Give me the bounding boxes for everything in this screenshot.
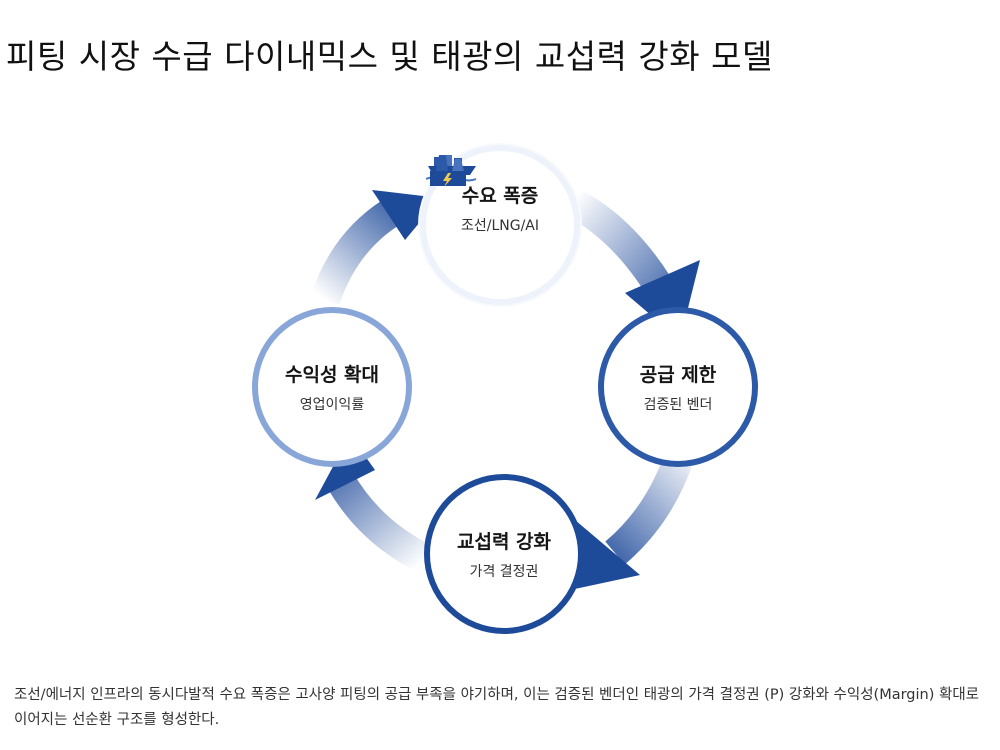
node-title: 교섭력 강화 bbox=[456, 531, 551, 553]
node-supply-limit: 공급 제한 검증된 벤더 bbox=[598, 307, 758, 467]
node-demand-surge: 수요 폭증 조선/LNG/AI bbox=[420, 145, 580, 305]
arrow-right-to-bottom bbox=[570, 450, 695, 590]
node-subtitle: 영업이익률 bbox=[299, 397, 365, 413]
page-title: 피팅 시장 수급 다이내믹스 및 태광의 교섭력 강화 모델 bbox=[6, 37, 773, 76]
cycle-diagram: 수요 폭증 조선/LNG/AI bbox=[0, 95, 1000, 650]
node-bargaining-power: 교섭력 강화 가격 결정권 bbox=[424, 474, 584, 634]
node-subtitle: 가격 결정권 bbox=[469, 564, 539, 580]
node-subtitle: 검증된 벤더 bbox=[643, 397, 713, 413]
node-subtitle: 조선/LNG/AI bbox=[460, 218, 540, 234]
node-profitability: 수익성 확대 영업이익률 bbox=[252, 307, 412, 467]
node-title: 공급 제한 bbox=[639, 364, 717, 386]
node-title: 수익성 확대 bbox=[284, 364, 379, 386]
caption: 조선/에너지 인프라의 동시다발적 수요 폭증은 고사양 피팅의 공급 부족을 … bbox=[14, 687, 980, 728]
node-title: 수요 폭증 bbox=[461, 185, 539, 207]
